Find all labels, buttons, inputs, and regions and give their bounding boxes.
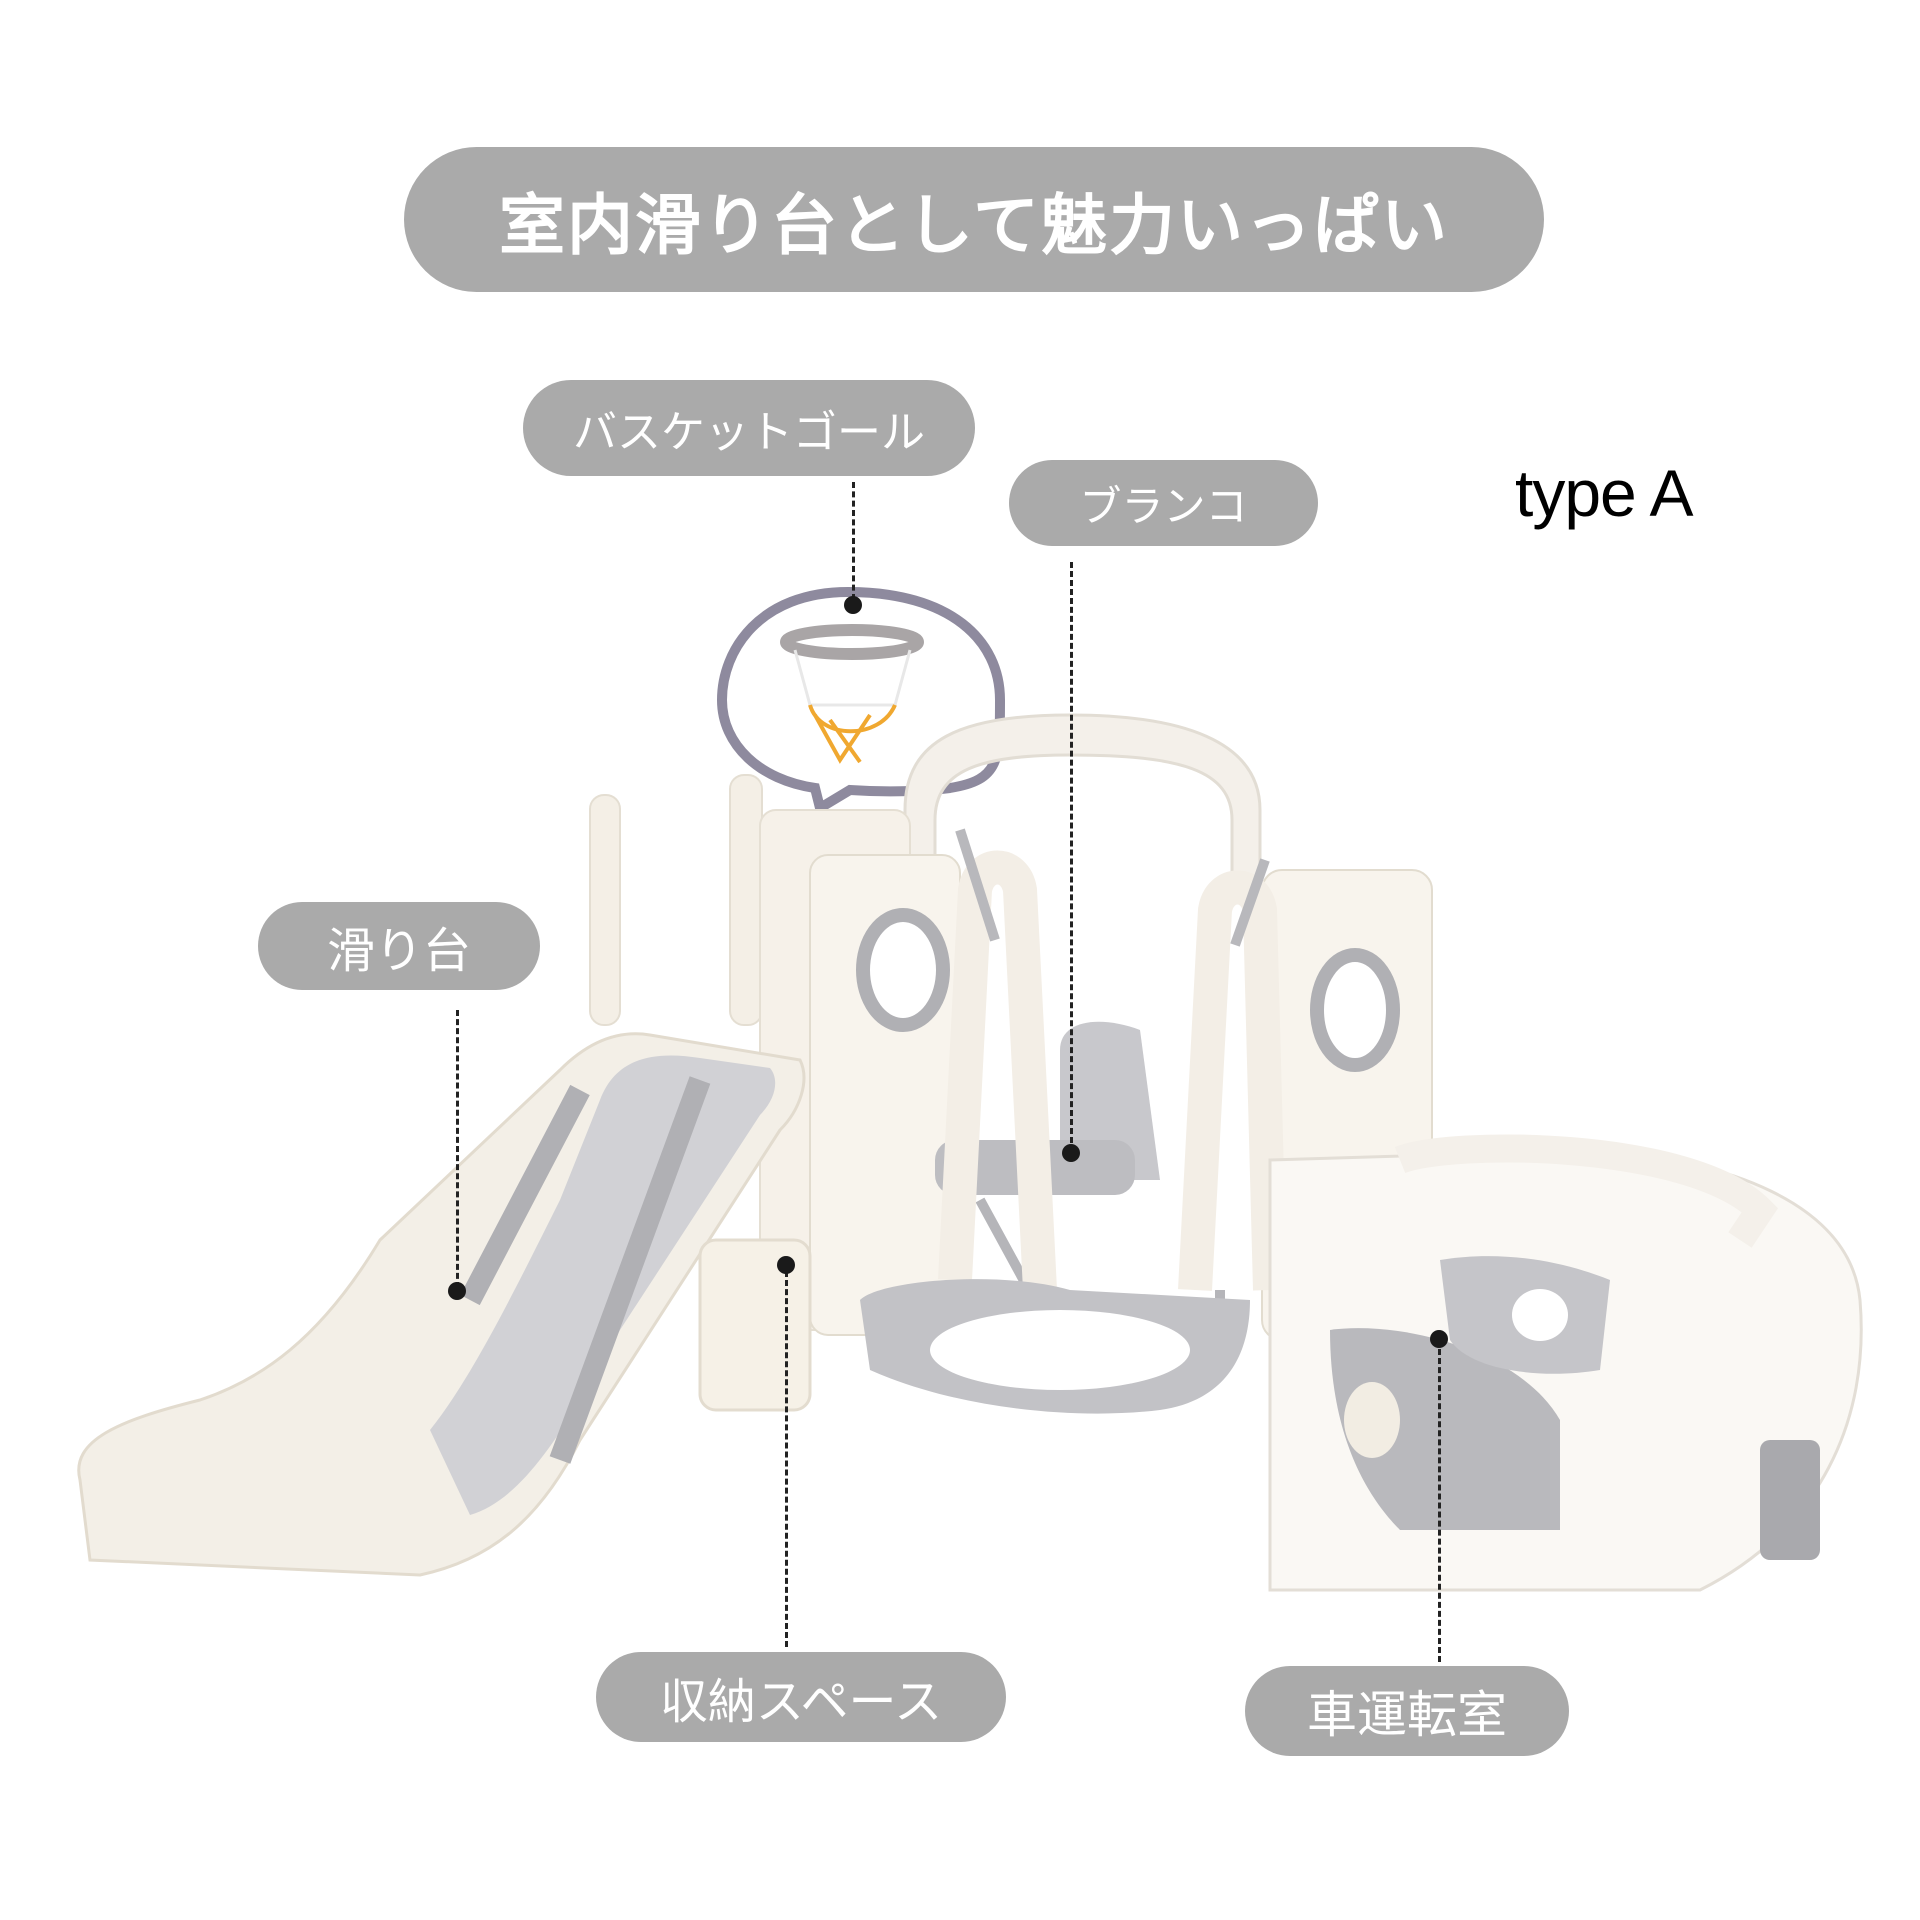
callout-storage-space-text: 収納スペース <box>659 1674 943 1730</box>
callout-car-cockpit-text: 車運転室 <box>1307 1686 1507 1744</box>
callout-slide: 滑り台 <box>258 902 540 990</box>
leader-dot-basketball <box>844 596 862 614</box>
callout-basketball-goal: バスケットゴール <box>523 380 975 476</box>
leader-dot-storage <box>777 1256 795 1274</box>
leader-dot-slide <box>448 1282 466 1300</box>
callout-basketball-goal-text: バスケットゴール <box>573 407 925 458</box>
leader-line-storage <box>785 1262 788 1647</box>
variant-label: type A <box>1515 456 1693 530</box>
callout-slide-text: 滑り台 <box>326 923 471 979</box>
headline-banner: 室内滑り台として魅力いっぱい <box>404 147 1544 292</box>
leader-line-swing <box>1070 562 1073 1152</box>
callout-swing: ブランコ <box>1009 460 1318 546</box>
leader-dot-cockpit <box>1430 1330 1448 1348</box>
leader-line-cockpit <box>1438 1340 1441 1662</box>
callout-storage-space: 収納スペース <box>596 1652 1006 1742</box>
headline-text: 室内滑り台として魅力いっぱい <box>498 186 1450 264</box>
leader-line-slide <box>456 1010 459 1288</box>
leader-dot-swing <box>1062 1144 1080 1162</box>
leader-line-basketball <box>852 482 855 600</box>
callout-car-cockpit: 車運転室 <box>1245 1666 1569 1756</box>
callout-swing-text: ブランコ <box>1079 481 1248 531</box>
